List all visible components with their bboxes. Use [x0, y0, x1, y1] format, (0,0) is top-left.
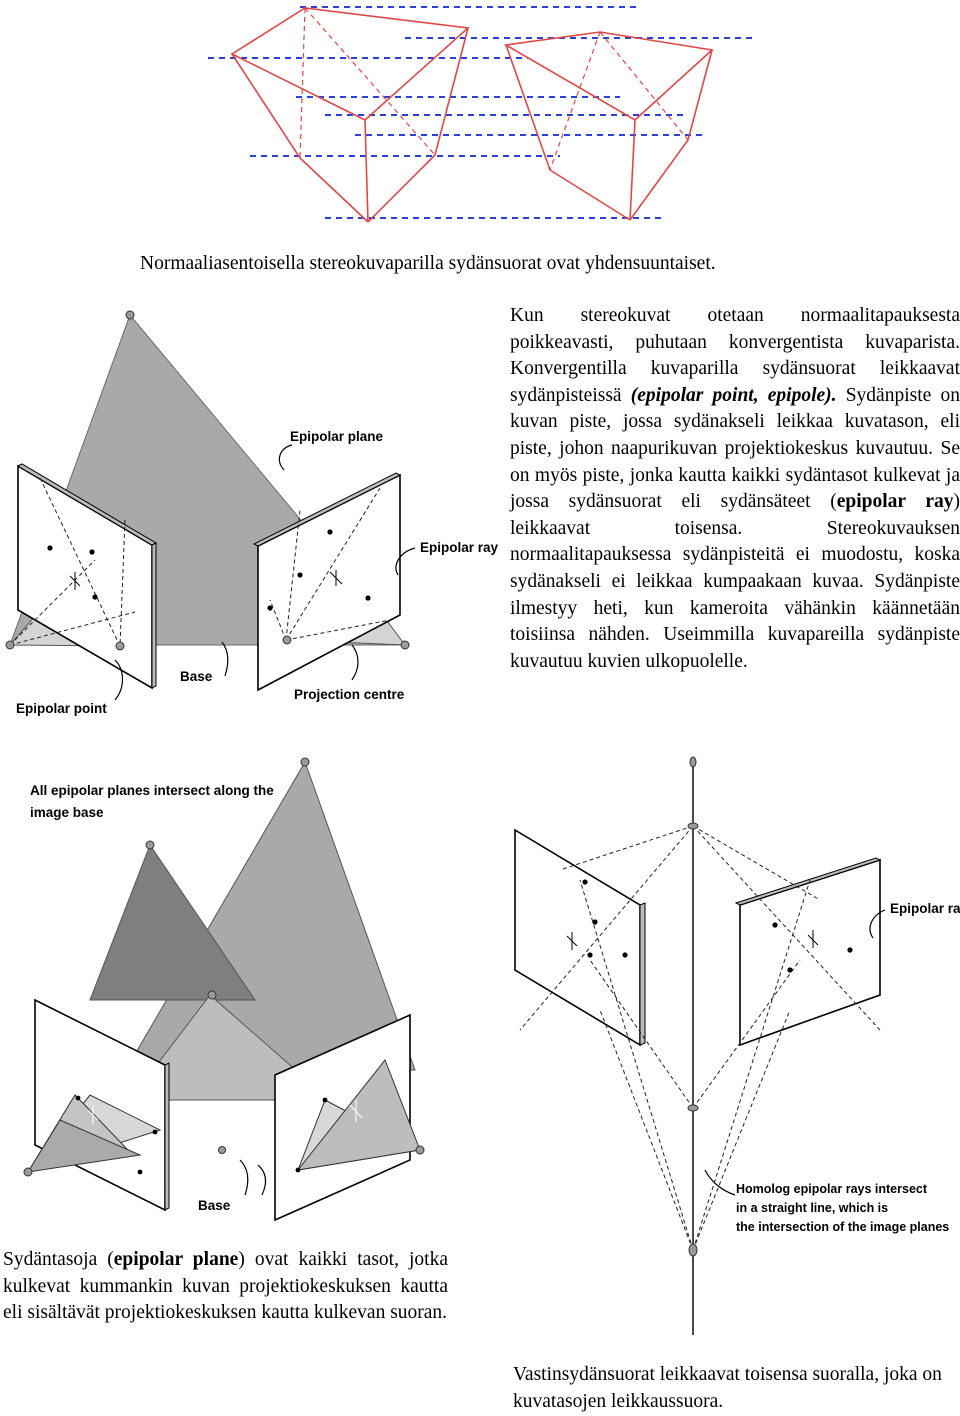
paragraph-main-segment: (epipolar point, epipole).	[630, 384, 837, 406]
paragraph-main-segment: Sydänpiste on kuvan piste, jossa sydänak…	[510, 384, 960, 513]
figure-all-epipolar-planes: All epipolar planes intersect along the …	[23, 757, 425, 1222]
figure-normal-stereo-pair	[208, 6, 752, 223]
label-epipolar-point: Epipolar point	[16, 701, 107, 716]
label-all-planes-line2: image base	[30, 805, 104, 820]
paragraph-bottom-left-segment: ) ovat kaikki tasot, jotka kulkevat kumm…	[3, 1249, 448, 1324]
label-base-2: Base	[198, 1198, 231, 1213]
paragraph-main: Kun stereokuvat otetaan normaalitapaukse…	[510, 303, 960, 675]
label-homolog-line3: the intersection of the image planes	[736, 1220, 949, 1234]
caption-bottom-right: Vastinsydänsuorat leikkaavat toisensa su…	[513, 1364, 942, 1412]
label-homolog-line2: in a straight line, which is	[736, 1201, 888, 1215]
paragraph-main-segment: ) leikkaavat toisensa. Stereokuvauksen n…	[510, 491, 960, 672]
label-homolog-line1: Homolog epipolar rays intersect	[736, 1182, 928, 1196]
left-image-plane-3	[514, 828, 641, 1047]
figure-homolog-rays: Epipolar ray Homolog epipolar rays inter…	[514, 756, 960, 1335]
paragraph-main-segment: epipolar ray	[836, 491, 954, 513]
label-epipolar-plane: Epipolar plane	[290, 429, 384, 444]
paragraph-bottom-left-segment: Sydäntasoja (	[3, 1249, 114, 1270]
label-base: Base	[180, 669, 213, 684]
label-projection-centre: Projection centre	[294, 687, 405, 702]
label-all-planes-line1: All epipolar planes intersect along the	[30, 783, 274, 798]
paragraph-bottom-left-segment: epipolar plane	[113, 1249, 239, 1270]
figure-epipolar-geometry: Epipolar plane Epipolar ray Base Project…	[5, 310, 499, 716]
caption-top: Normaaliasentoisella stereokuvaparilla s…	[140, 253, 716, 274]
label-epipolar-ray: Epipolar ray	[420, 540, 499, 555]
paragraph-main-segment: Kun stereokuvat otetaan normaalitapaukse…	[510, 305, 960, 406]
right-image-plane-3	[739, 858, 881, 1047]
paragraph-bottom-left: Sydäntasoja (epipolar plane) ovat kaikki…	[3, 1247, 448, 1327]
label-epipolar-ray-2: Epipolar ray	[890, 901, 960, 916]
